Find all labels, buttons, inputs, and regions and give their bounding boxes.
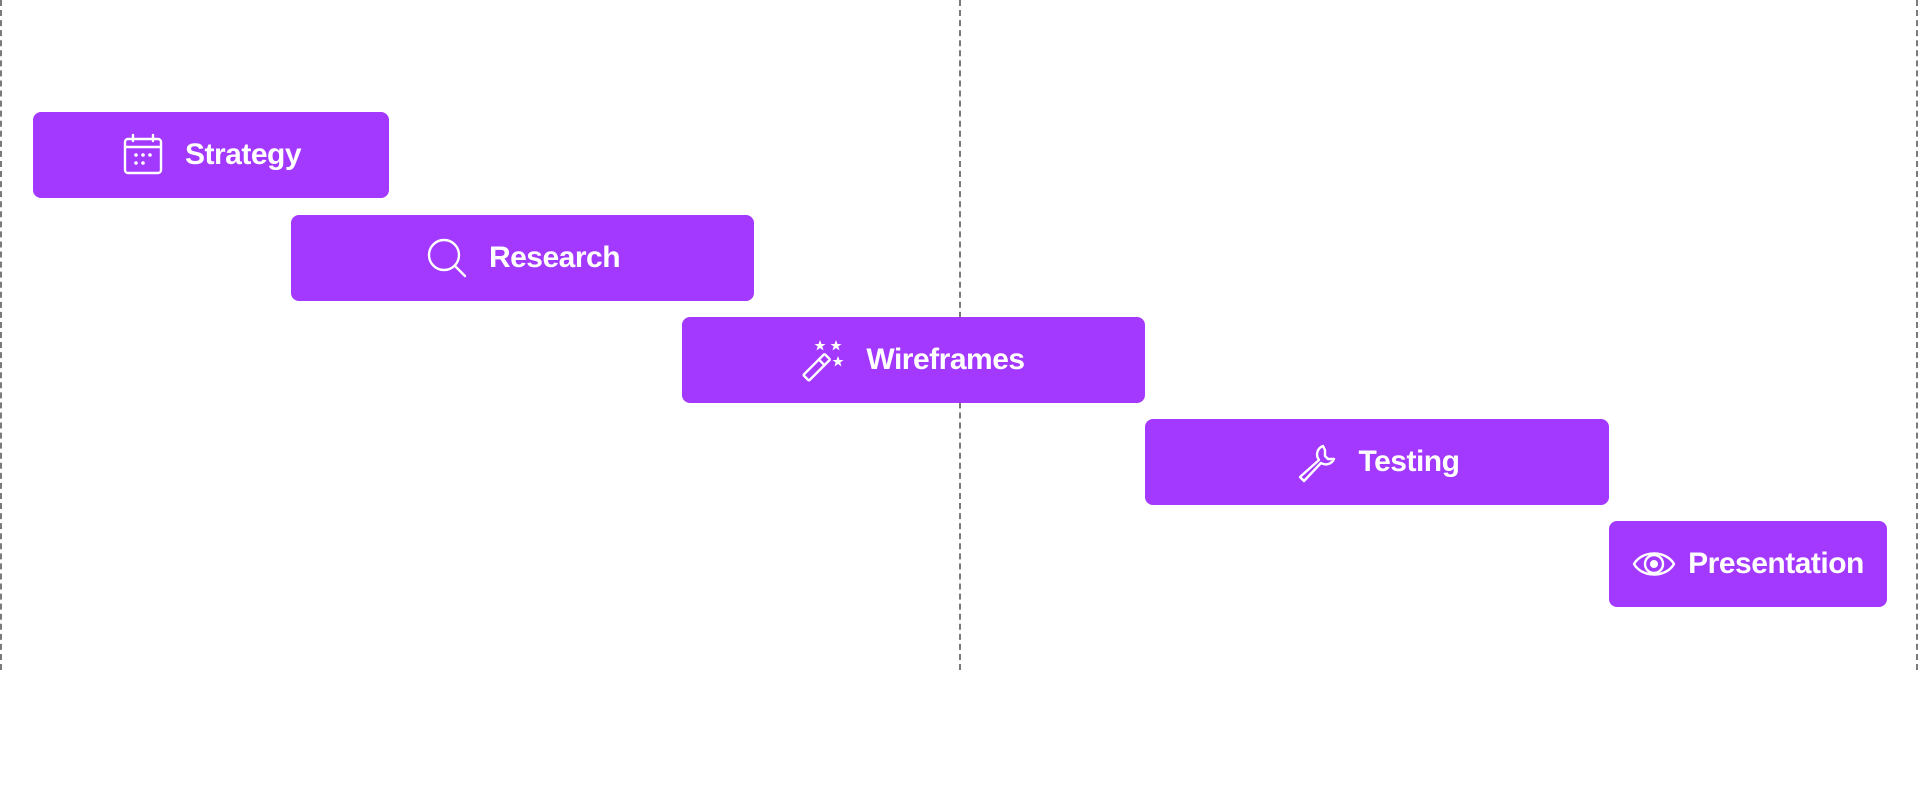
timeline-bar-research[interactable]: Research — [291, 215, 754, 301]
bar-label: Research — [488, 241, 621, 274]
bar-label: Presentation — [1688, 547, 1864, 580]
timeline-bar-presentation[interactable]: Presentation — [1609, 521, 1887, 607]
bar-label: Strategy — [184, 138, 302, 171]
bar-label: Wireframes — [866, 343, 1025, 376]
gridline-right — [1916, 0, 1918, 670]
eye-icon — [1632, 542, 1676, 586]
timeline-bar-strategy[interactable]: Strategy — [33, 112, 389, 198]
timeline-bar-testing[interactable]: Testing — [1145, 419, 1609, 505]
bar-label: Testing — [1358, 445, 1460, 478]
calendar-icon — [121, 133, 165, 177]
timeline-bar-wireframes[interactable]: Wireframes — [682, 317, 1145, 403]
magic-wand-icon — [802, 338, 846, 382]
wrench-icon — [1295, 440, 1339, 484]
gridline-left — [0, 0, 2, 670]
search-icon — [425, 236, 469, 280]
